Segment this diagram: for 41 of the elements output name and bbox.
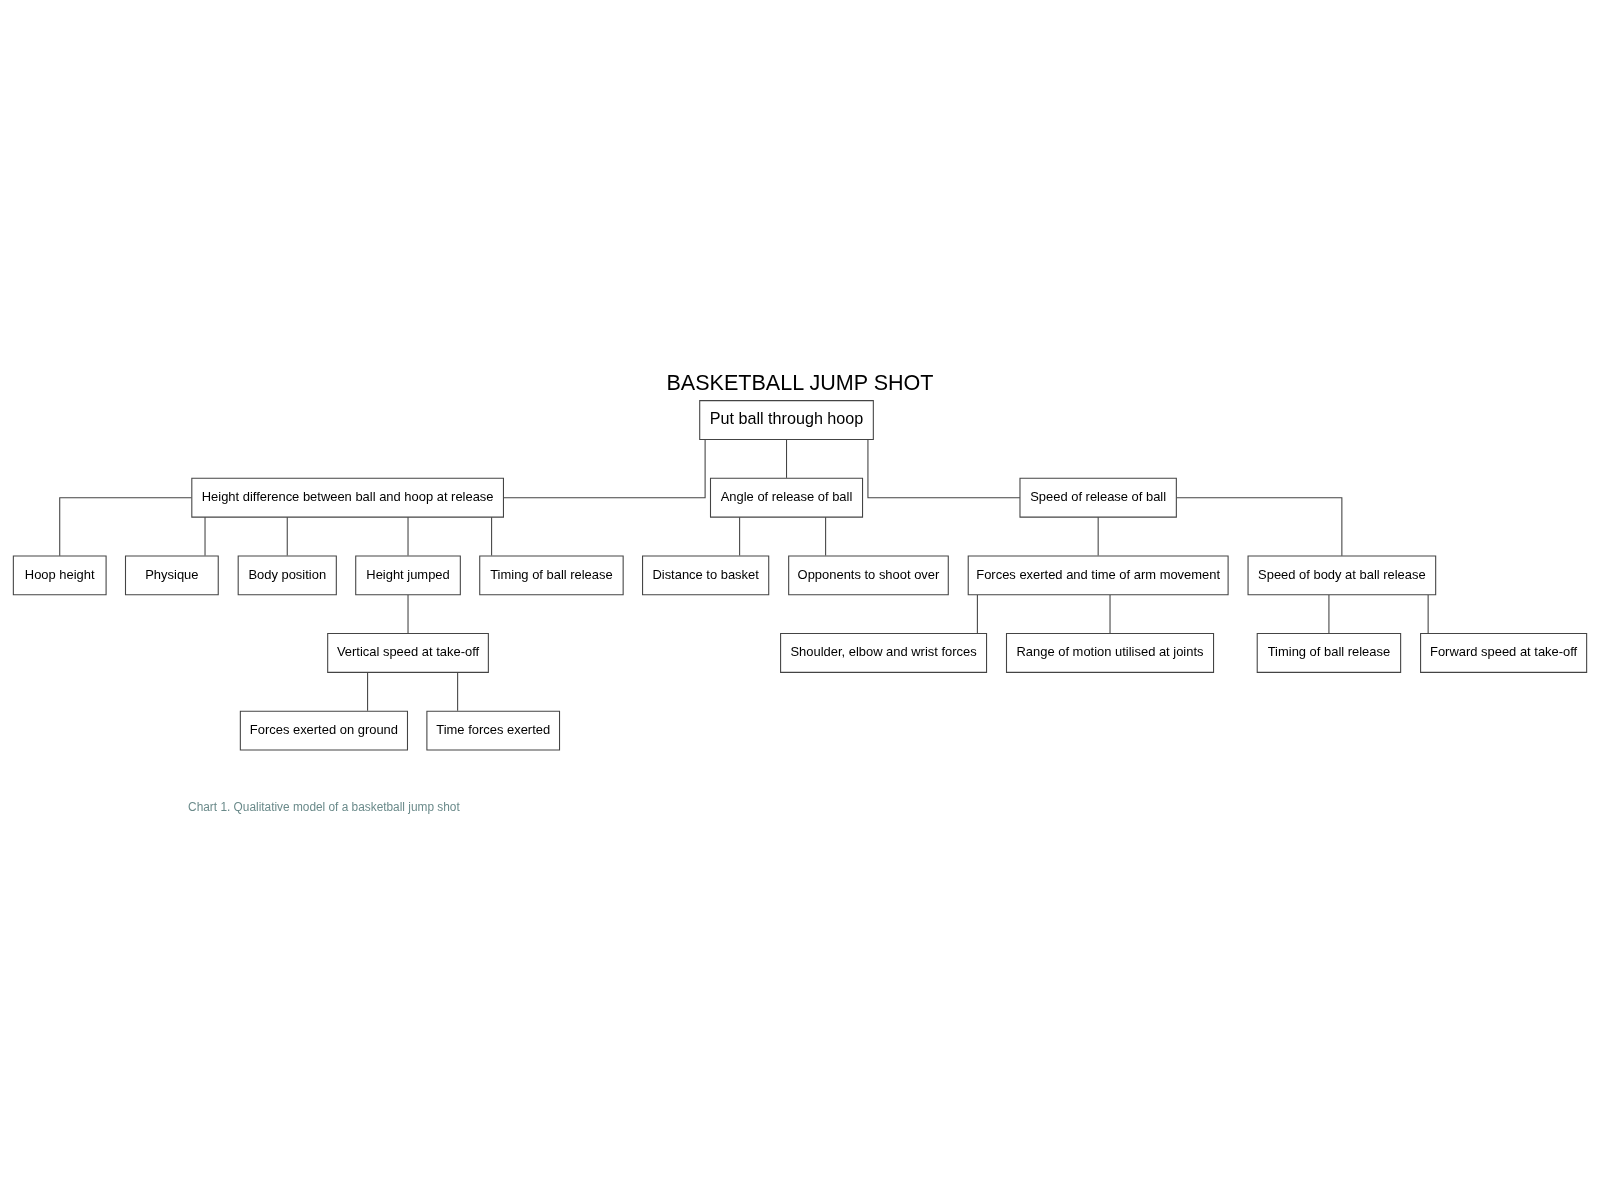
node-box: Hoop height: [12, 554, 107, 595]
connector: [867, 438, 1021, 498]
node-box: Range of motion utilised at joints: [1005, 632, 1215, 673]
connector: [1176, 496, 1343, 556]
connector: [286, 516, 288, 556]
connector: [457, 671, 459, 711]
node-box: Shoulder, elbow and wrist forces: [780, 632, 988, 673]
caption: Chart 1. Qualitative model of a basketball jump shot: [188, 799, 460, 814]
node-box: Physique: [124, 554, 219, 595]
node-box: Timing of ball release: [1256, 632, 1402, 673]
connector: [407, 516, 409, 556]
connector: [491, 516, 493, 556]
node-box: Height jumped: [355, 554, 461, 595]
connector: [1427, 593, 1429, 634]
connector: [503, 438, 706, 498]
connector: [367, 671, 369, 711]
connector: [976, 593, 978, 634]
connector: [59, 496, 192, 556]
node-box: Distance to basket: [642, 554, 770, 595]
node-box: Put ball through hoop: [699, 399, 874, 440]
connector: [1328, 593, 1330, 634]
connector: [739, 516, 741, 556]
node-box: Forces exerted on ground: [239, 710, 409, 751]
connector: [1109, 593, 1111, 634]
diagram-title: BASKETBALL JUMP SHOT: [666, 369, 934, 395]
node-box: Angle of release of ball: [709, 477, 864, 518]
connector: [825, 516, 827, 556]
node-box: Timing of ball release: [479, 554, 624, 595]
node-box: Forward speed at take-off: [1420, 632, 1588, 673]
node-box: Speed of body at ball release: [1247, 554, 1437, 595]
node-box: Height difference between ball and hoop at release: [191, 477, 504, 518]
node-box: Opponents to shoot over: [788, 554, 949, 595]
connector: [407, 593, 409, 634]
node-box: Time forces exerted: [426, 710, 561, 751]
node-box: Forces exerted and time of arm movement: [967, 554, 1229, 595]
node-box: Body position: [237, 554, 337, 595]
connector: [204, 516, 206, 556]
node-box: Speed of release of ball: [1019, 477, 1177, 518]
node-box: Vertical speed at take-off: [327, 632, 489, 673]
connector: [1097, 516, 1099, 556]
connector: [786, 438, 788, 478]
